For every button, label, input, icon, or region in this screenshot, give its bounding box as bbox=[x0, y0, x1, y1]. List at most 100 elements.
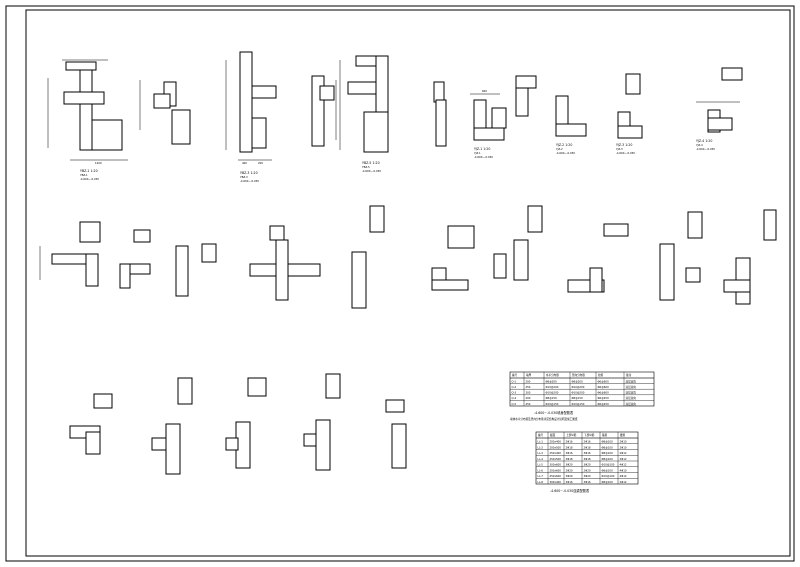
table-cell: 2Φ12 bbox=[620, 457, 627, 461]
section-column-small bbox=[433, 81, 447, 147]
table-cell: 250 bbox=[526, 385, 531, 389]
wall-stem bbox=[659, 243, 675, 301]
table1-header: 水平分布筋 bbox=[546, 373, 559, 377]
section-dim-a: 1200 bbox=[95, 161, 102, 165]
section-elev: -4.600~-0.030 bbox=[80, 177, 99, 181]
table2-frame bbox=[535, 431, 639, 485]
wall-foot bbox=[363, 111, 389, 153]
table-cell: Φ8@200 bbox=[572, 379, 584, 383]
table-cell: 250x500 bbox=[550, 457, 562, 461]
table-cell: 200x600 bbox=[550, 468, 562, 472]
wall-stem bbox=[165, 423, 181, 475]
table-cell: 3Φ20 bbox=[566, 474, 573, 478]
wall-col bbox=[433, 81, 445, 103]
section-YBZ-2 bbox=[139, 80, 191, 145]
section-dim-a: 400 bbox=[242, 161, 247, 165]
section-elev: -4.600~-0.030 bbox=[696, 147, 715, 151]
wall-col bbox=[493, 253, 507, 279]
table-cell: 4Φ12 bbox=[620, 463, 627, 467]
wall-cap bbox=[447, 225, 475, 249]
wall-cap bbox=[763, 209, 777, 241]
wall-stem bbox=[85, 253, 99, 287]
section-dim-a: 600 bbox=[482, 89, 487, 93]
table-cell: 3Φ18 bbox=[566, 457, 573, 461]
section-sublabel: YJZ-2 bbox=[556, 147, 563, 151]
section-label: YJZ-3 1:20 bbox=[616, 143, 632, 147]
table-cell: 300x400 bbox=[550, 480, 562, 484]
section-label: YJZ-2 1:20 bbox=[556, 143, 572, 147]
wall-arm bbox=[63, 91, 105, 105]
outer-frame bbox=[5, 5, 795, 562]
table-cell: 300 bbox=[526, 391, 531, 395]
table-cell: 2Φ10 bbox=[620, 445, 627, 449]
table1-header: 竖向分布筋 bbox=[572, 373, 585, 377]
table1-header: 拉筋 bbox=[598, 373, 604, 377]
table-cell: Φ10@150 bbox=[546, 402, 559, 406]
wall-cap bbox=[65, 61, 97, 71]
table-cell: 3Φ20 bbox=[566, 463, 573, 467]
table1-header: 编号 bbox=[512, 373, 518, 377]
table-cell: 200 bbox=[526, 396, 531, 400]
section-YBZ-4 bbox=[311, 75, 337, 147]
table-cell: Φ8@150 bbox=[546, 396, 558, 400]
wall-cap bbox=[269, 225, 285, 241]
wall-stem bbox=[315, 419, 331, 471]
table-cell: LL-3 bbox=[538, 451, 544, 455]
table-cell: Φ6@600 bbox=[598, 385, 610, 389]
table-cell: 双层双向 bbox=[626, 385, 637, 389]
table-cell: 3Φ20 bbox=[584, 474, 591, 478]
table-cell: 250x400 bbox=[550, 451, 562, 455]
table-cell: Φ6@450 bbox=[598, 402, 610, 406]
wall-stem bbox=[79, 61, 93, 151]
wall-arm bbox=[723, 279, 751, 293]
table-cell: Φ8@100 bbox=[602, 480, 614, 484]
wall-arm bbox=[225, 437, 239, 451]
table-cell: Φ8@150 bbox=[572, 396, 584, 400]
wall-foot bbox=[171, 109, 191, 145]
section-elev: -4.600~-0.030 bbox=[616, 151, 635, 155]
table-cell: 3Φ20 bbox=[584, 463, 591, 467]
table2-header: 截面 bbox=[550, 433, 556, 437]
wall-col bbox=[201, 243, 217, 263]
table-cell: 双层双向 bbox=[626, 391, 637, 395]
table-cell: Q-4 bbox=[512, 396, 517, 400]
section-YBZ-1: 1200 YBZ-1 1:20 YBZ-1 -4.600~-0.030 bbox=[47, 59, 128, 181]
wall-cap bbox=[369, 205, 385, 233]
wall-stem bbox=[85, 431, 101, 455]
table-cell: 2Φ16 bbox=[566, 440, 573, 444]
table-cell: 300x600 bbox=[550, 463, 562, 467]
table-cell: LL-2 bbox=[538, 445, 544, 449]
wall-col bbox=[685, 267, 701, 283]
wall-stem bbox=[175, 245, 189, 297]
table-cell: Φ10@100 bbox=[602, 463, 615, 467]
table-cell: 3Φ16 bbox=[584, 480, 591, 484]
table2-header: 腰筋 bbox=[620, 433, 626, 437]
section-elev: -4.600~-0.030 bbox=[474, 155, 493, 159]
wall-arm bbox=[707, 117, 733, 131]
table-cell: LL-7 bbox=[538, 474, 544, 478]
table1-header: 备注 bbox=[626, 373, 632, 377]
row2-sections bbox=[39, 205, 777, 309]
section-YJZ-2: YJZ-2 1:20 YJZ-2 -4.600~-0.030 bbox=[515, 75, 587, 155]
wall-arm bbox=[347, 81, 377, 95]
table-cell: 2Φ18 bbox=[584, 445, 591, 449]
table2-header: 下部纵筋 bbox=[584, 433, 595, 437]
wall-col bbox=[79, 221, 101, 243]
table-cell: Φ10@100 bbox=[602, 474, 615, 478]
wall-foot bbox=[91, 119, 123, 151]
wall-cap bbox=[721, 67, 743, 81]
table-cell: 2Φ18 bbox=[566, 445, 573, 449]
wall-cap bbox=[177, 377, 193, 405]
table-cell: 双层双向 bbox=[626, 396, 637, 400]
inner-frame bbox=[25, 9, 791, 557]
section-elev: -4.600~-0.030 bbox=[240, 179, 259, 183]
table-cell: Q-5 bbox=[512, 402, 517, 406]
table-cell: 250x600 bbox=[550, 474, 562, 478]
wall-cap bbox=[385, 399, 405, 413]
table1-title: -4.600~-0.030墙身配筋表 bbox=[534, 410, 574, 415]
wall-foot bbox=[251, 117, 267, 149]
section-label: YJZ-4 1:20 bbox=[696, 139, 712, 143]
